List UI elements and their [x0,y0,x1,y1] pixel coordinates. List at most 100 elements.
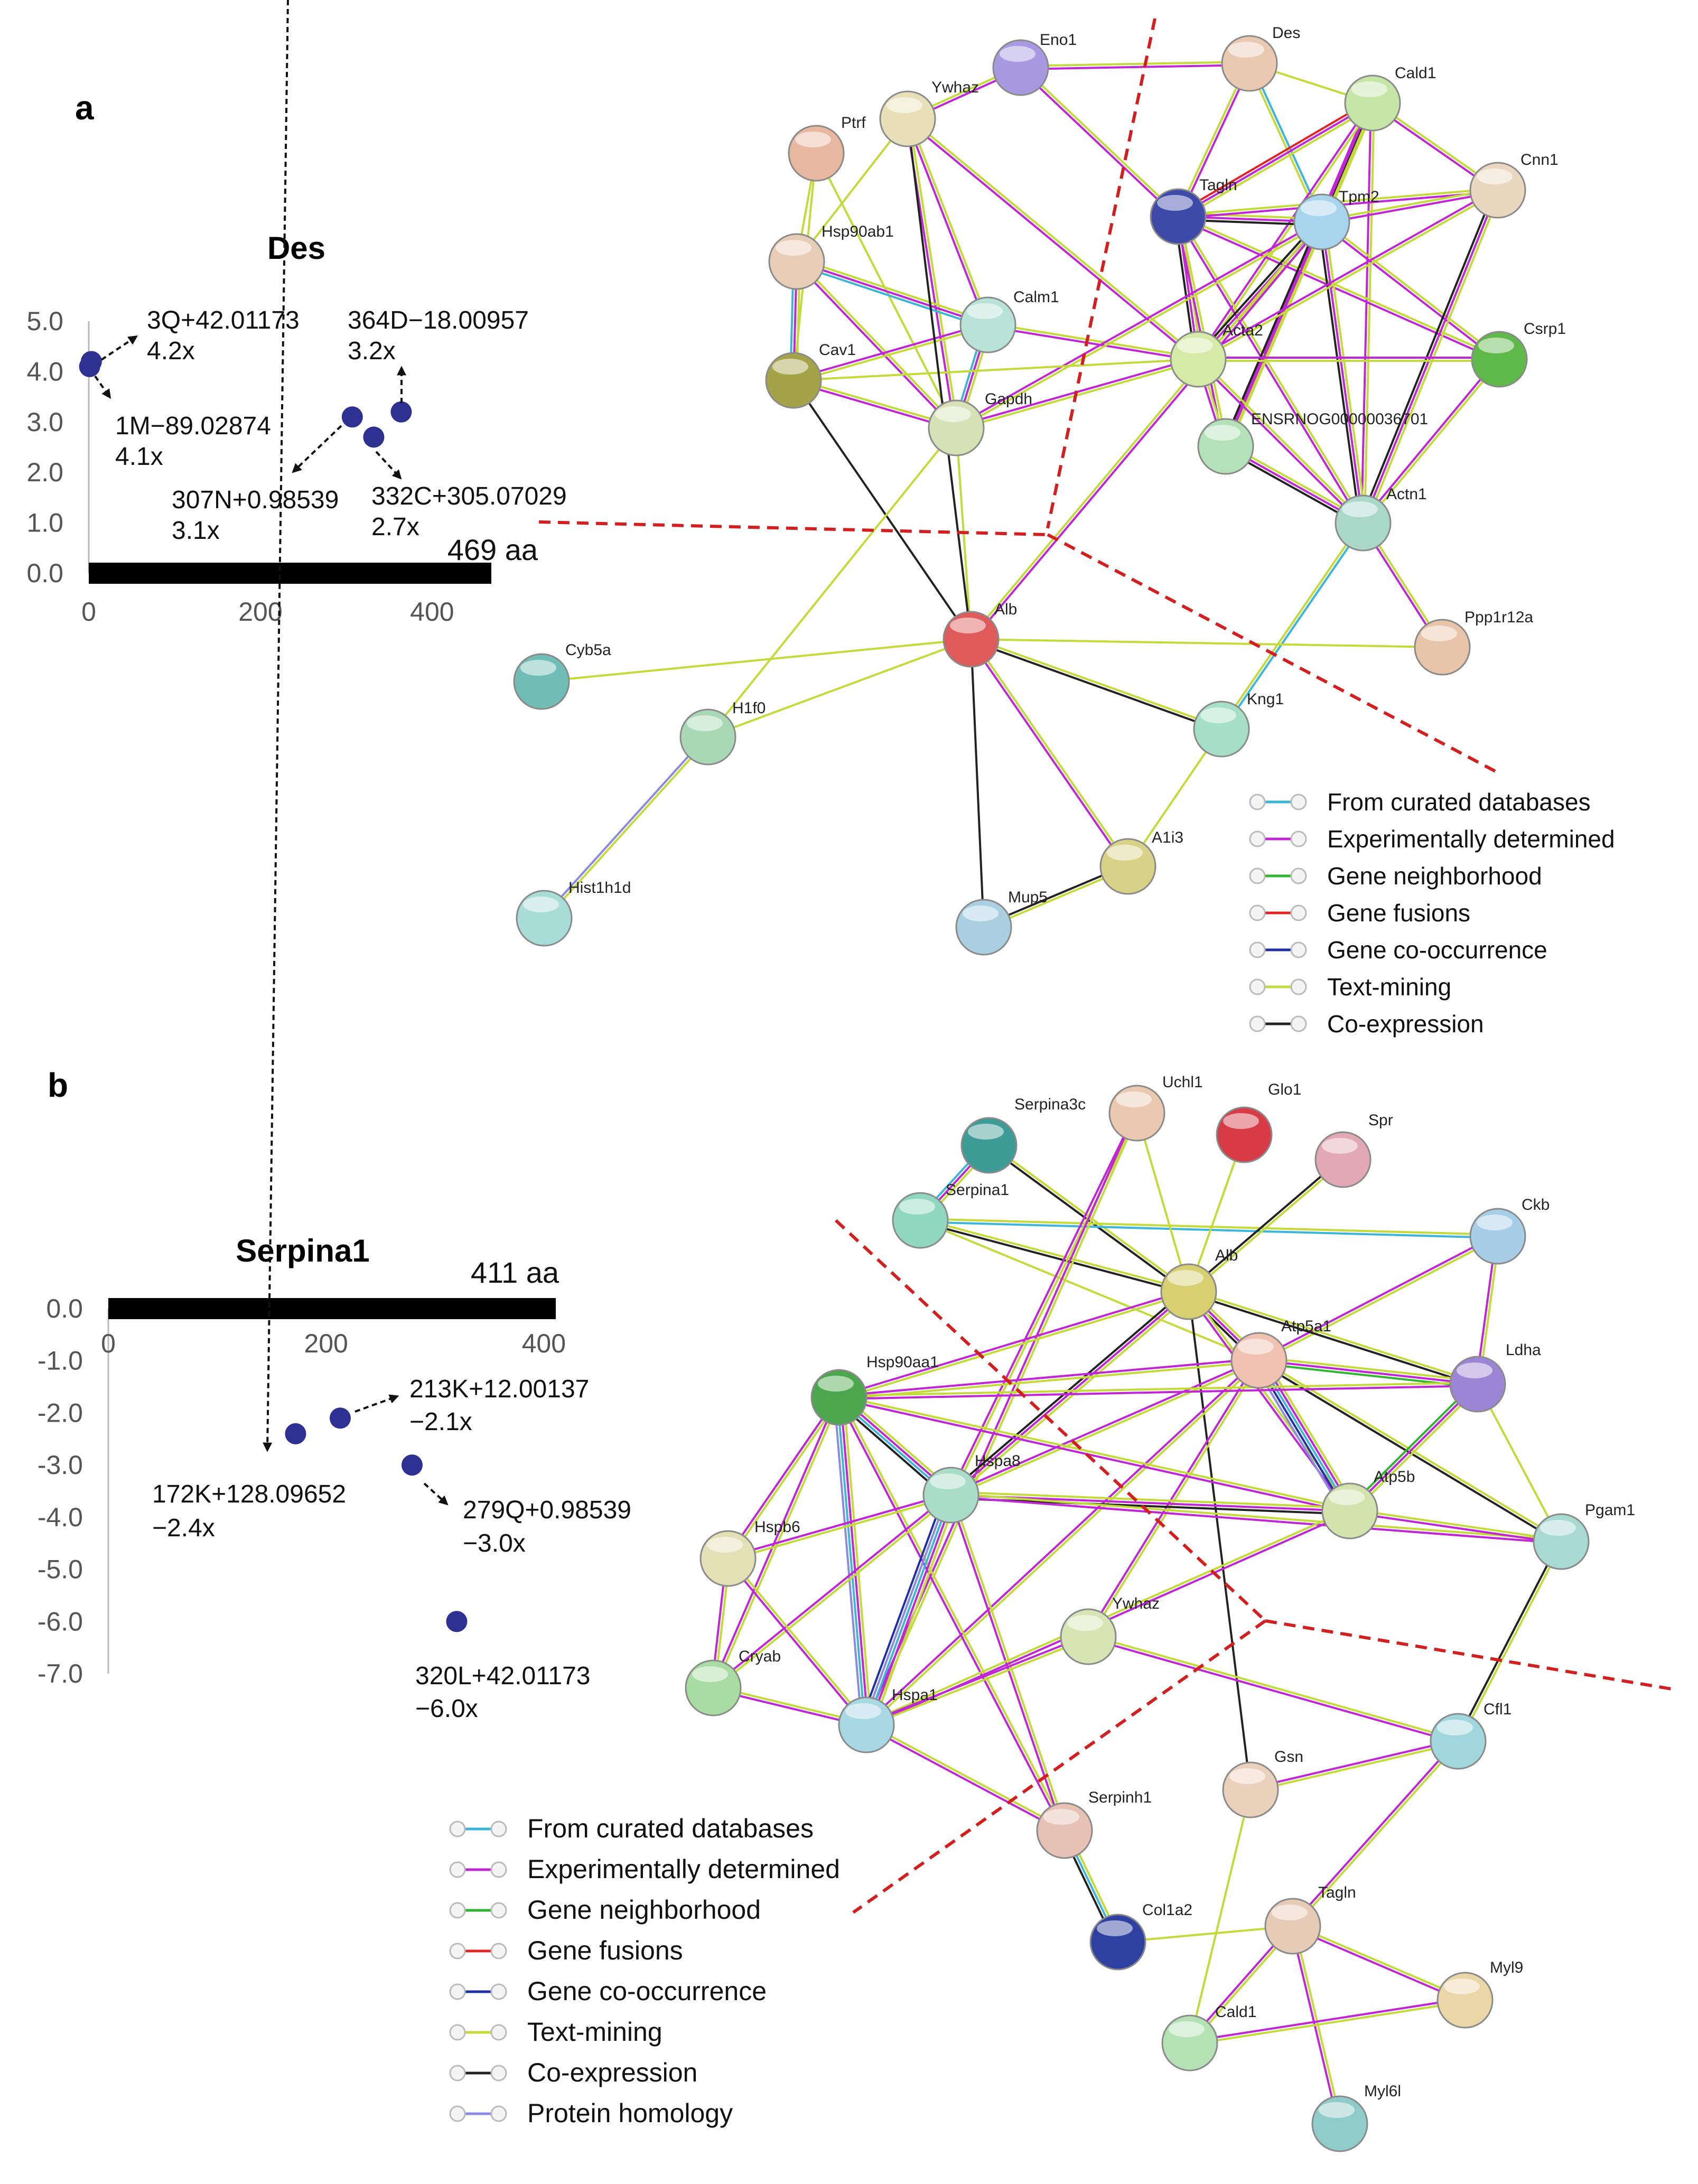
des-edge [1175,99,1372,215]
serpina1-node-atp5a1[interactable]: Atp5a1 [1230,1318,1331,1389]
des-node-cald1[interactable]: Cald1 [1344,64,1436,132]
serpina1-edge [839,1395,1351,1511]
serpina1-node-ckb[interactable]: Ckb [1469,1196,1550,1265]
des-node-ensrnog00000036701[interactable]: ENSRNOG00000036701 [1197,410,1428,475]
des-point-332c-305-07029 [363,426,385,448]
serpina1-node-ywhaz[interactable]: Ywhaz [1060,1595,1160,1665]
des-node-actn1[interactable]: Actn1 [1335,486,1427,552]
legend-node-left [449,2024,466,2041]
des-edge [907,118,972,640]
serpina1-edge [1088,1634,1459,1741]
des-node-eno1[interactable]: Eno1 [992,31,1077,96]
legend-node-left [1249,794,1266,810]
serpina1-edge [1349,1511,1561,1544]
serpina1-edge [919,1220,1189,1294]
des-node-tagln[interactable]: Tagln [1150,176,1237,245]
b-legend-item-experimentally-determined: Experimentally determined [449,1854,840,1884]
node-highlight [1169,2021,1205,2037]
serpina1-edge [839,1292,1190,1400]
serpina1-edge [1187,1158,1343,1292]
legend-node-left [449,2105,466,2122]
serpina1-node-myl6l[interactable]: Myl6l [1311,2083,1401,2152]
serpina1-node-cfl1[interactable]: Cfl1 [1430,1701,1512,1770]
node-highlight [1272,1905,1308,1920]
serpina1-network-dividers [834,1219,1675,1914]
des-node-a1i3[interactable]: A1i3 [1099,829,1183,895]
node-highlight [795,132,831,147]
serpina1-node-serpinh1[interactable]: Serpinh1 [1036,1789,1152,1859]
serpina1-node-pgam1[interactable]: Pgam1 [1533,1501,1635,1570]
des-y-tick: 1.0 [26,508,63,538]
node-label: Serpina3c [1014,1096,1086,1113]
serpina1-node-spr[interactable]: Spr [1314,1112,1393,1188]
des-node-tpm2[interactable]: Tpm2 [1293,188,1379,250]
des-y-tick: 2.0 [26,458,63,487]
serpina1-point-172k-128-09652 [285,1423,306,1444]
des-edge [1363,103,1375,524]
legend-node-left [449,1943,466,1959]
serpina1-node-hspb6[interactable]: Hspb6 [699,1518,800,1587]
des-node-hsp90ab1[interactable]: Hsp90ab1 [768,223,894,290]
serpina1-node-myl9[interactable]: Myl9 [1436,1959,1523,2029]
des-node-h1f0[interactable]: H1f0 [679,699,766,766]
node-highlight [772,359,808,375]
serpina1-node-atp5b[interactable]: Atp5b [1321,1468,1415,1539]
serpina1-edge [838,1358,1259,1397]
des-node-ywhaz[interactable]: Ywhaz [879,79,979,147]
des-node-csrp1[interactable]: Csrp1 [1471,320,1566,388]
serpina1-node-gsn[interactable]: Gsn [1222,1748,1303,1818]
serpina1-node-tagln[interactable]: Tagln [1264,1884,1356,1955]
des-node-alb[interactable]: Alb [943,601,1017,668]
des-node-mup5[interactable]: Mup5 [955,889,1048,956]
serpina1-node-hspa1[interactable]: Hspa1 [838,1686,938,1753]
serpina1-edge [1088,1360,1262,1638]
node-highlight [1342,501,1378,517]
des-annotation-arrows [94,335,406,480]
serpina1-edge [868,1496,955,1726]
des-node-acta2[interactable]: Acta2 [1170,322,1263,388]
serpina1-node-uchl1[interactable]: Uchl1 [1108,1074,1203,1142]
serpina1-y-tick: -2.0 [38,1398,83,1427]
serpina1-node-glo1[interactable]: Glo1 [1216,1081,1301,1163]
legend-node-left [449,1821,466,1837]
panel-a-label: a [75,89,94,127]
serpina1-node-cald1[interactable]: Cald1 [1161,2003,1256,2071]
legend-node-right [1290,941,1307,958]
des-node-cav1[interactable]: Cav1 [765,341,856,409]
node-label: H1f0 [732,699,766,717]
des-edge [1359,188,1496,522]
serpina1-annotations: 172K+128.09652 −2.4x 213K+12.00137 −2.1x… [152,1375,631,1723]
serpina1-edge [728,1397,842,1560]
node-label: Atp5b [1374,1468,1415,1486]
legend-label: Co-expression [1327,1010,1484,1038]
serpina1-node-hspa8[interactable]: Hspa8 [922,1452,1021,1524]
des-node-cnn1[interactable]: Cnn1 [1469,151,1559,219]
des-edge [796,260,988,326]
serpina1-node-col1a2[interactable]: Col1a2 [1089,1901,1192,1971]
des-edge [1221,523,1366,731]
serpina1-y-tick: -4.0 [38,1502,83,1532]
node-label: Ywhaz [931,79,979,96]
serpina1-node-alb[interactable]: Alb [1160,1247,1238,1320]
serpina1-node-hsp90aa1[interactable]: Hsp90aa1 [810,1354,939,1426]
des-node-kng1[interactable]: Kng1 [1193,690,1284,758]
des-node-ptrf[interactable]: Ptrf [788,114,866,182]
des-node-gapdh[interactable]: Gapdh [928,390,1032,456]
des-node-cyb5a[interactable]: Cyb5a [513,641,611,710]
des-edge [544,737,710,920]
des-node-calm1[interactable]: Calm1 [959,288,1059,353]
serpina1-node-cryab[interactable]: Cryab [685,1648,781,1716]
serpina1-edge [949,1358,1259,1495]
legend-label: Text-mining [1327,973,1451,1001]
des-edge [1227,222,1326,449]
a-legend-item-gene-fusions: Gene fusions [1249,899,1470,927]
serpina1-chart-title: Serpina1 [236,1233,369,1268]
des-node-ppp1r12a[interactable]: Ppp1r12a [1414,609,1533,676]
serpina1-node-ldha[interactable]: Ldha [1449,1341,1541,1413]
node-label: Hsp90aa1 [866,1354,939,1371]
serpina1-node-serpina1[interactable]: Serpina1 [892,1181,1009,1249]
des-node-des[interactable]: Des [1221,24,1300,92]
des-node-hist1h1d[interactable]: Hist1h1d [516,879,631,947]
legend-label: Co-expression [527,2058,697,2087]
serpina1-node-serpina3c[interactable]: Serpina3c [960,1096,1086,1174]
